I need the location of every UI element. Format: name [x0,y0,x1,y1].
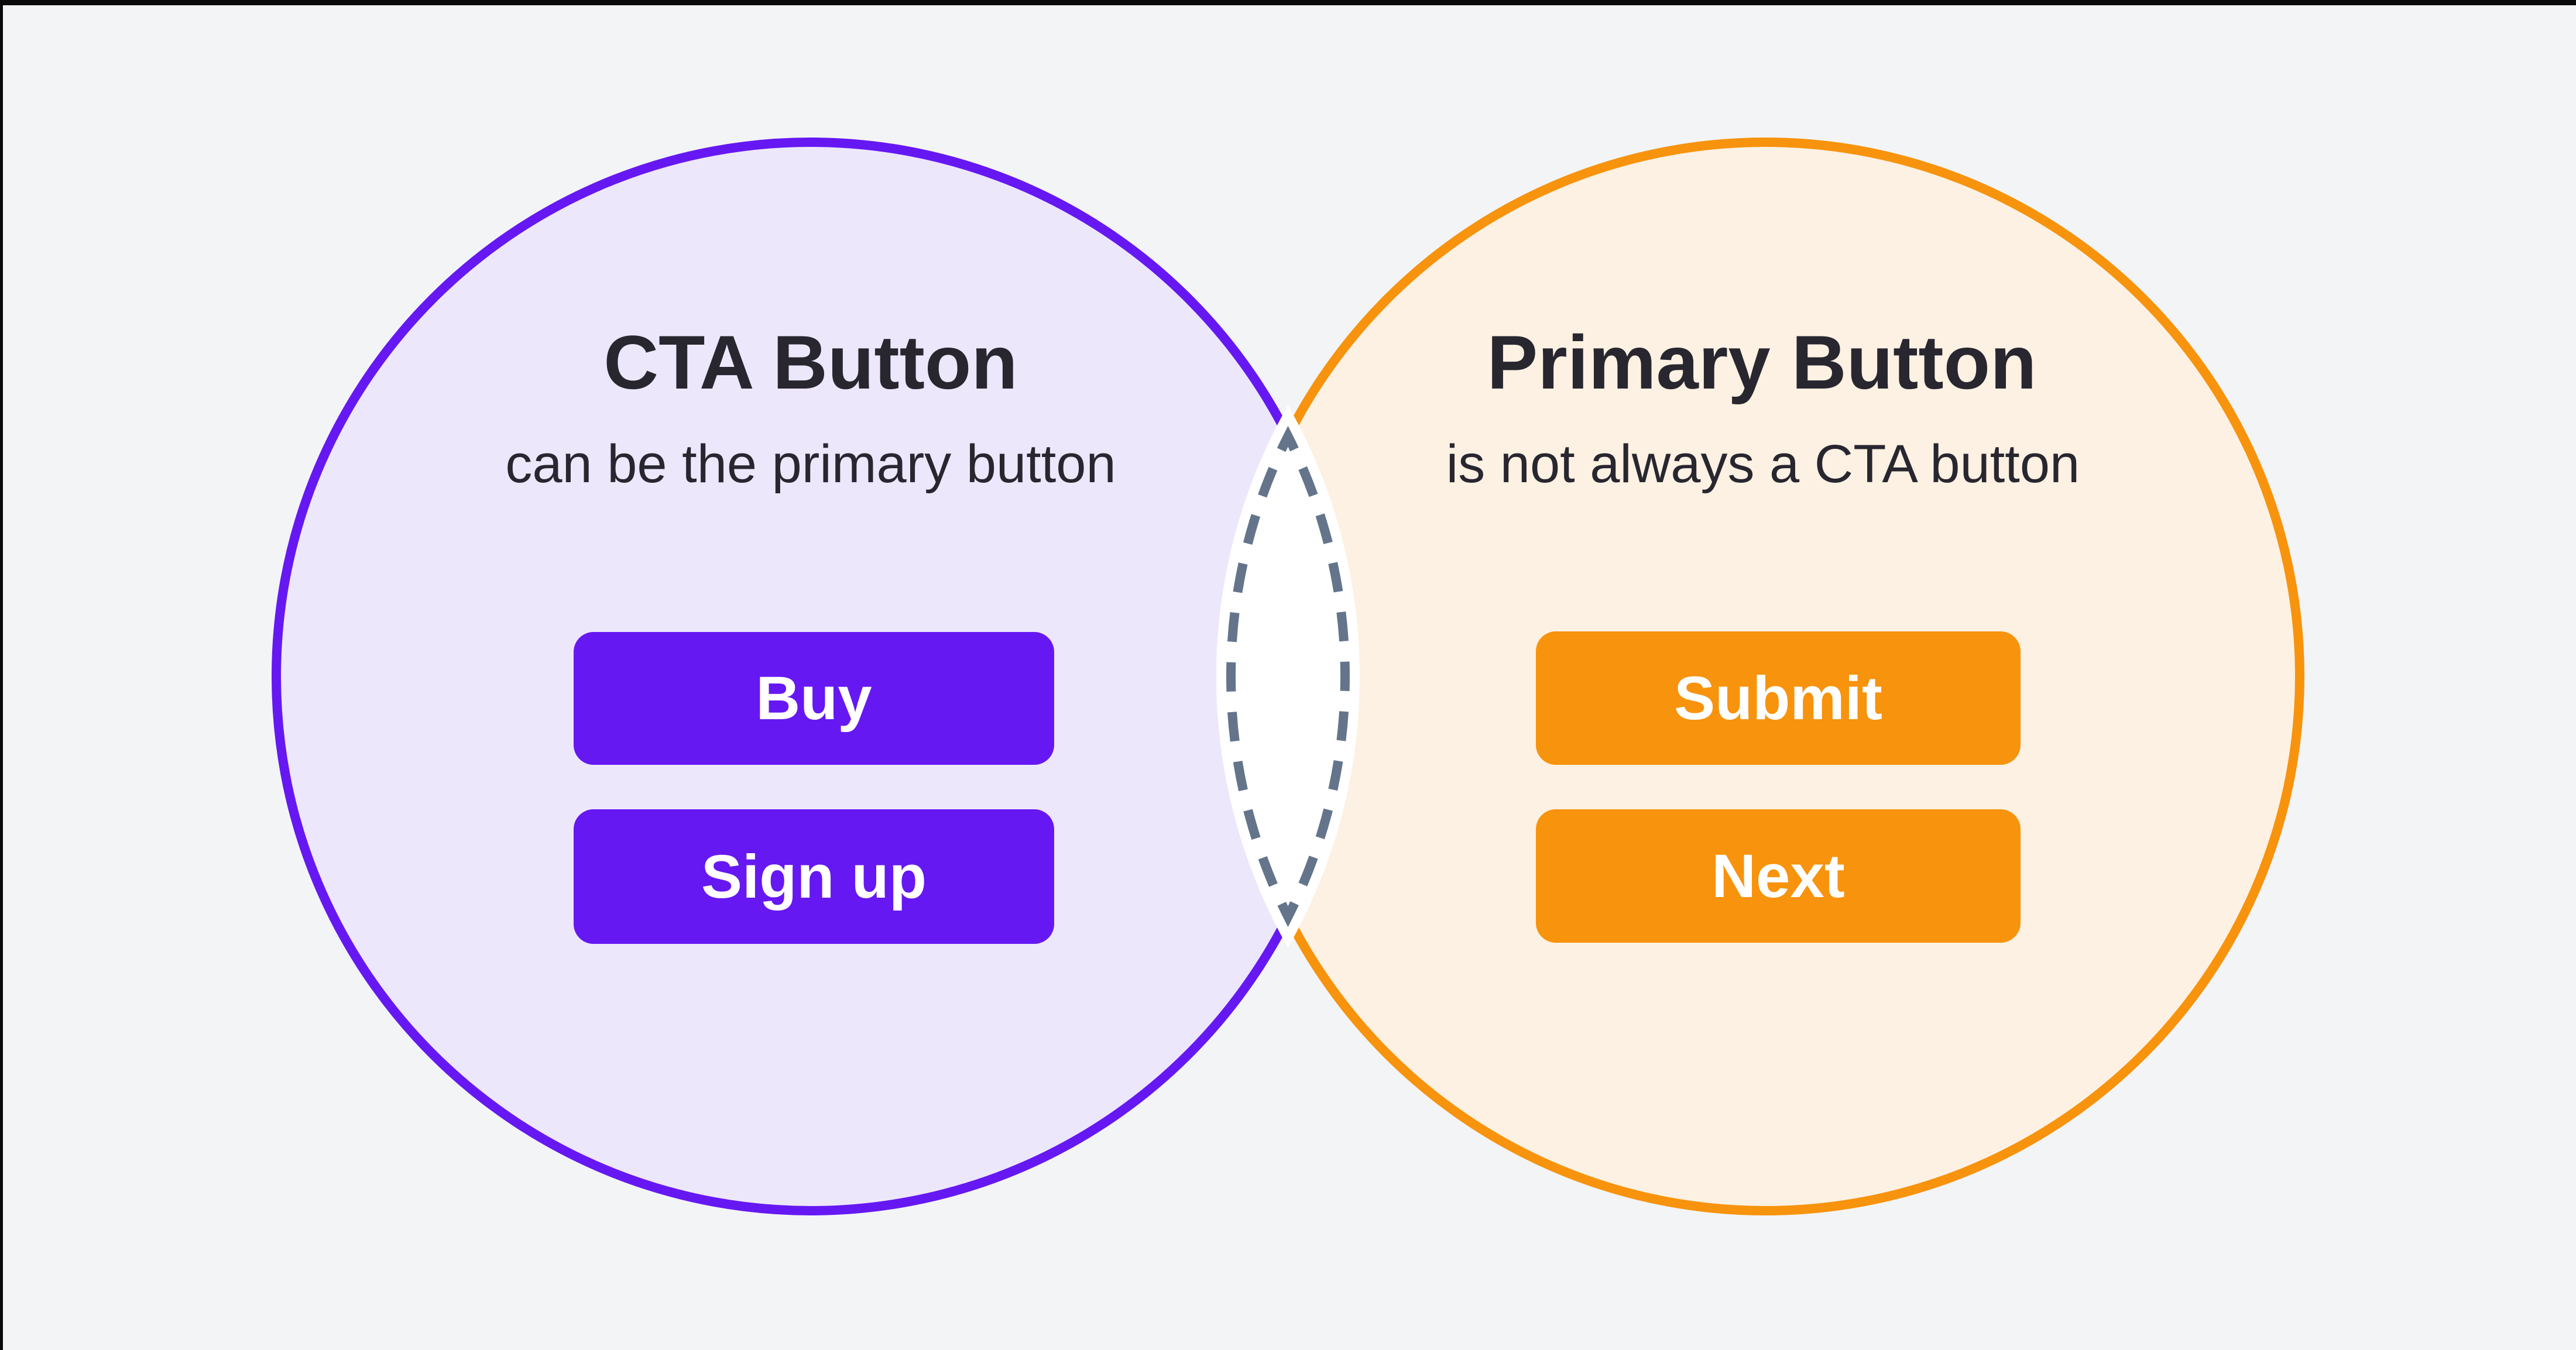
screenshot-left-edge [0,0,3,1350]
intersection-lens [1216,405,1360,948]
intersection-dashed-outline [1226,425,1350,928]
submit-button[interactable]: Submit [1536,631,2021,765]
buy-button[interactable]: Buy [574,632,1054,765]
primary-subtitle: is not always a CTA button [1446,434,2080,494]
sign-up-button[interactable]: Sign up [574,809,1054,944]
cta-subtitle: can be the primary button [505,434,1116,494]
next-button[interactable]: Next [1536,809,2021,943]
screenshot-top-edge [0,0,2576,5]
primary-title: Primary Button [1487,320,2037,405]
cta-title: CTA Button [603,320,1018,405]
